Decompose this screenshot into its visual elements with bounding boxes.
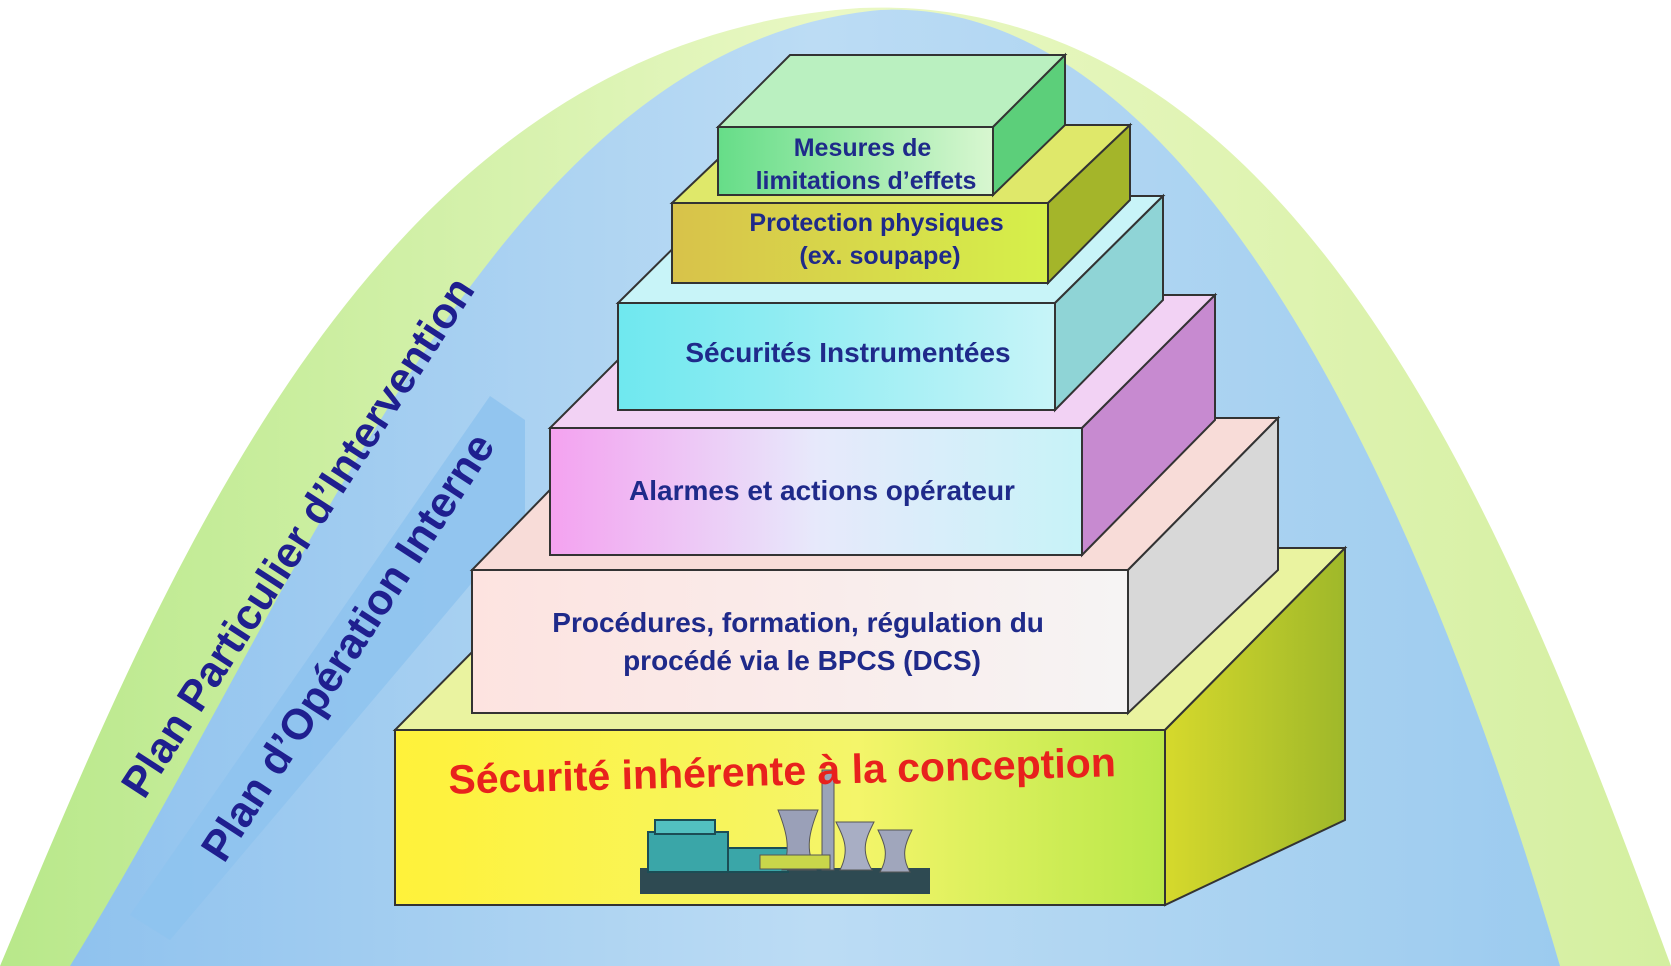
layer-label-mesures: Mesures de limitations d’effets bbox=[756, 134, 977, 195]
label-line: Procédures, formation, régulation du bbox=[552, 607, 1044, 638]
label-line: (ex. soupape) bbox=[799, 242, 960, 270]
label-line: Alarmes et actions opérateur bbox=[629, 475, 1015, 506]
layer-label-procedures: Procédures, formation, régulation du pro… bbox=[552, 607, 1051, 676]
layer-label-alarmes: Alarmes et actions opérateur bbox=[629, 475, 1015, 506]
layer-label-protection: Protection physiques (ex. soupape) bbox=[749, 209, 1010, 270]
power-plant-icon bbox=[640, 769, 930, 894]
poi-banner bbox=[130, 396, 525, 940]
label-line: procédé via le BPCS (DCS) bbox=[623, 645, 981, 676]
layer-label-instrumentees: Sécurités Instrumentées bbox=[685, 337, 1010, 368]
label-line: Mesures de bbox=[794, 134, 932, 162]
label-line: Protection physiques bbox=[749, 209, 1003, 237]
label-line: Sécurités Instrumentées bbox=[685, 337, 1010, 368]
label-line: limitations d’effets bbox=[756, 167, 977, 195]
layer-mesures bbox=[715, 52, 1068, 198]
